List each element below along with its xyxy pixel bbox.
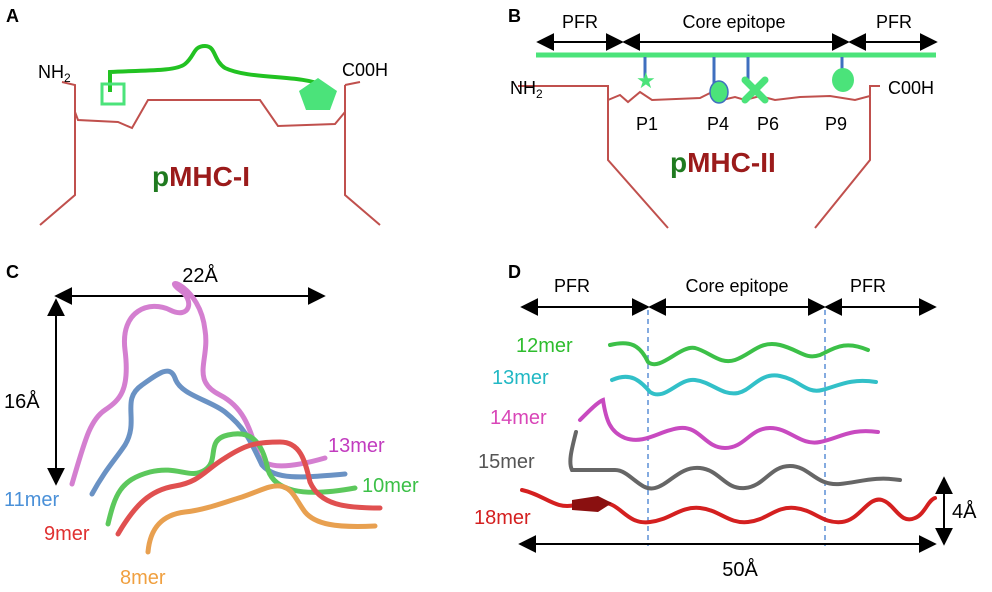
panel-c-height-label: 16Å xyxy=(4,390,40,413)
pocket-p1: P1 xyxy=(636,114,658,134)
curve-14mer-d xyxy=(578,397,880,451)
panel-b-nh2: NH2 xyxy=(510,78,543,101)
panel-a-nh2: NH2 xyxy=(38,62,71,85)
panel-d-letter: D xyxy=(508,262,521,282)
label-10mer-c: 10mer xyxy=(362,475,419,497)
panel-b-letter: B xyxy=(508,6,521,26)
panel-d-pfr-right: PFR xyxy=(850,276,886,296)
curve-10mer-c xyxy=(105,431,358,527)
label-13mer-c: 13mer xyxy=(328,435,385,457)
panel-d-length-label: 50Å xyxy=(722,558,758,581)
panel-a: A NH2 C00H pMHC-I xyxy=(6,6,388,226)
panel-b-cooh: C00H xyxy=(888,78,934,98)
panel-c-width-label: 22Å xyxy=(182,264,218,287)
mhc-i-groove xyxy=(39,81,381,226)
panel-d: D PFR Core epitope PFR 12mer 13mer 14mer… xyxy=(474,262,977,581)
label-18mer-d: 18mer xyxy=(474,507,531,529)
panel-c-letter: C xyxy=(6,262,19,282)
panel-d-height-label: 4Å xyxy=(952,500,977,523)
square-anchor-icon xyxy=(100,82,126,106)
panel-c: C 22Å 16Å 13mer 10mer 11mer 9mer 8mer xyxy=(4,262,419,589)
panel-d-core: Core epitope xyxy=(685,276,788,296)
mhc-ii-groove xyxy=(518,85,880,229)
circle-anchor-icon xyxy=(832,68,854,92)
cross-anchor-icon xyxy=(741,76,769,104)
label-11mer-c: 11mer xyxy=(4,489,60,511)
panel-a-mhc-label: pMHC-I xyxy=(152,161,250,192)
panel-b: B PFR Core epitope PFR ★ NH2 C00H P1 P4 … xyxy=(508,6,938,229)
label-13mer-d: 13mer xyxy=(492,367,549,389)
curve-12mer-d xyxy=(608,341,870,367)
pocket-p9: P9 xyxy=(825,114,847,134)
curve-11mer-c xyxy=(89,368,348,497)
label-15mer-d: 15mer xyxy=(478,451,535,473)
pocket-p4: P4 xyxy=(707,114,729,134)
panel-a-letter: A xyxy=(6,6,19,26)
pentagon-anchor-icon xyxy=(299,78,337,110)
panel-b-core: Core epitope xyxy=(682,12,785,32)
mhc-i-peptide xyxy=(108,43,326,92)
beta-strand-arrow-icon xyxy=(572,496,612,512)
curve-13mer-c xyxy=(69,281,328,487)
panel-a-cooh: C00H xyxy=(342,60,388,80)
curve-13mer-d xyxy=(610,373,878,397)
label-8mer-c: 8mer xyxy=(120,567,166,589)
pocket-p6: P6 xyxy=(757,114,779,134)
oval-anchor-icon xyxy=(709,80,729,104)
panel-b-pfr-right: PFR xyxy=(876,12,912,32)
label-9mer-c: 9mer xyxy=(44,523,90,545)
panel-b-pfr-left: PFR xyxy=(562,12,598,32)
curve-8mer-c xyxy=(145,483,378,555)
label-12mer-d: 12mer xyxy=(516,335,573,357)
curve-15mer-d xyxy=(568,430,902,491)
star-anchor-icon: ★ xyxy=(636,68,656,93)
panel-b-mhc-label: pMHC-II xyxy=(670,147,776,178)
panel-d-pfr-left: PFR xyxy=(554,276,590,296)
label-14mer-d: 14mer xyxy=(490,407,547,429)
curve-9mer-c xyxy=(115,439,383,537)
